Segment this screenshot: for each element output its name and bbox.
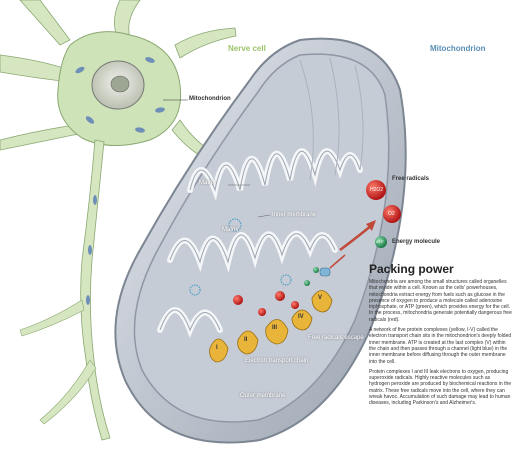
panel-paragraph-1: Mitochondria are among the small structu… [369,279,512,323]
complex-ii-label: II [244,337,247,343]
energy-molecule-legend-label: Energy molecule [392,239,440,245]
panel-title: Packing power [369,262,512,276]
matrix-label-2: Matrix [222,227,238,233]
mitochondrion-heading: Mitochondrion [430,44,486,53]
h2o2-glyph-label: H2O2 [370,187,383,193]
o2-glyph-label: O2 [388,211,395,217]
inner-membrane-label: Inner membrane [272,212,316,218]
free-radicals-escape-label: Free radicals escape [308,335,364,341]
mitochondrion-pointer-label: Mitochondrion [189,96,231,102]
complex-i-label: I [216,345,218,351]
packing-power-panel: Packing power Mitochondria are among the… [369,262,512,411]
complex-v-label: V [318,295,322,301]
matrix-label-1: Matrix [199,180,215,186]
panel-paragraph-2: A network of five protein complexes (yel… [369,327,512,365]
complex-iv-label: IV [298,314,304,320]
outer-membrane-label: Outer membrane [240,393,285,399]
atp-glyph-label: ATP [376,239,383,244]
nerve-cell-label: Nerve cell [228,44,266,53]
electron-transport-chain-label: Electron transport chain [245,358,308,364]
free-radicals-legend-label: Free radicals [392,176,429,182]
complex-iii-label: III [272,325,277,331]
panel-paragraph-3: Protein complexes I and III leak electro… [369,369,512,407]
